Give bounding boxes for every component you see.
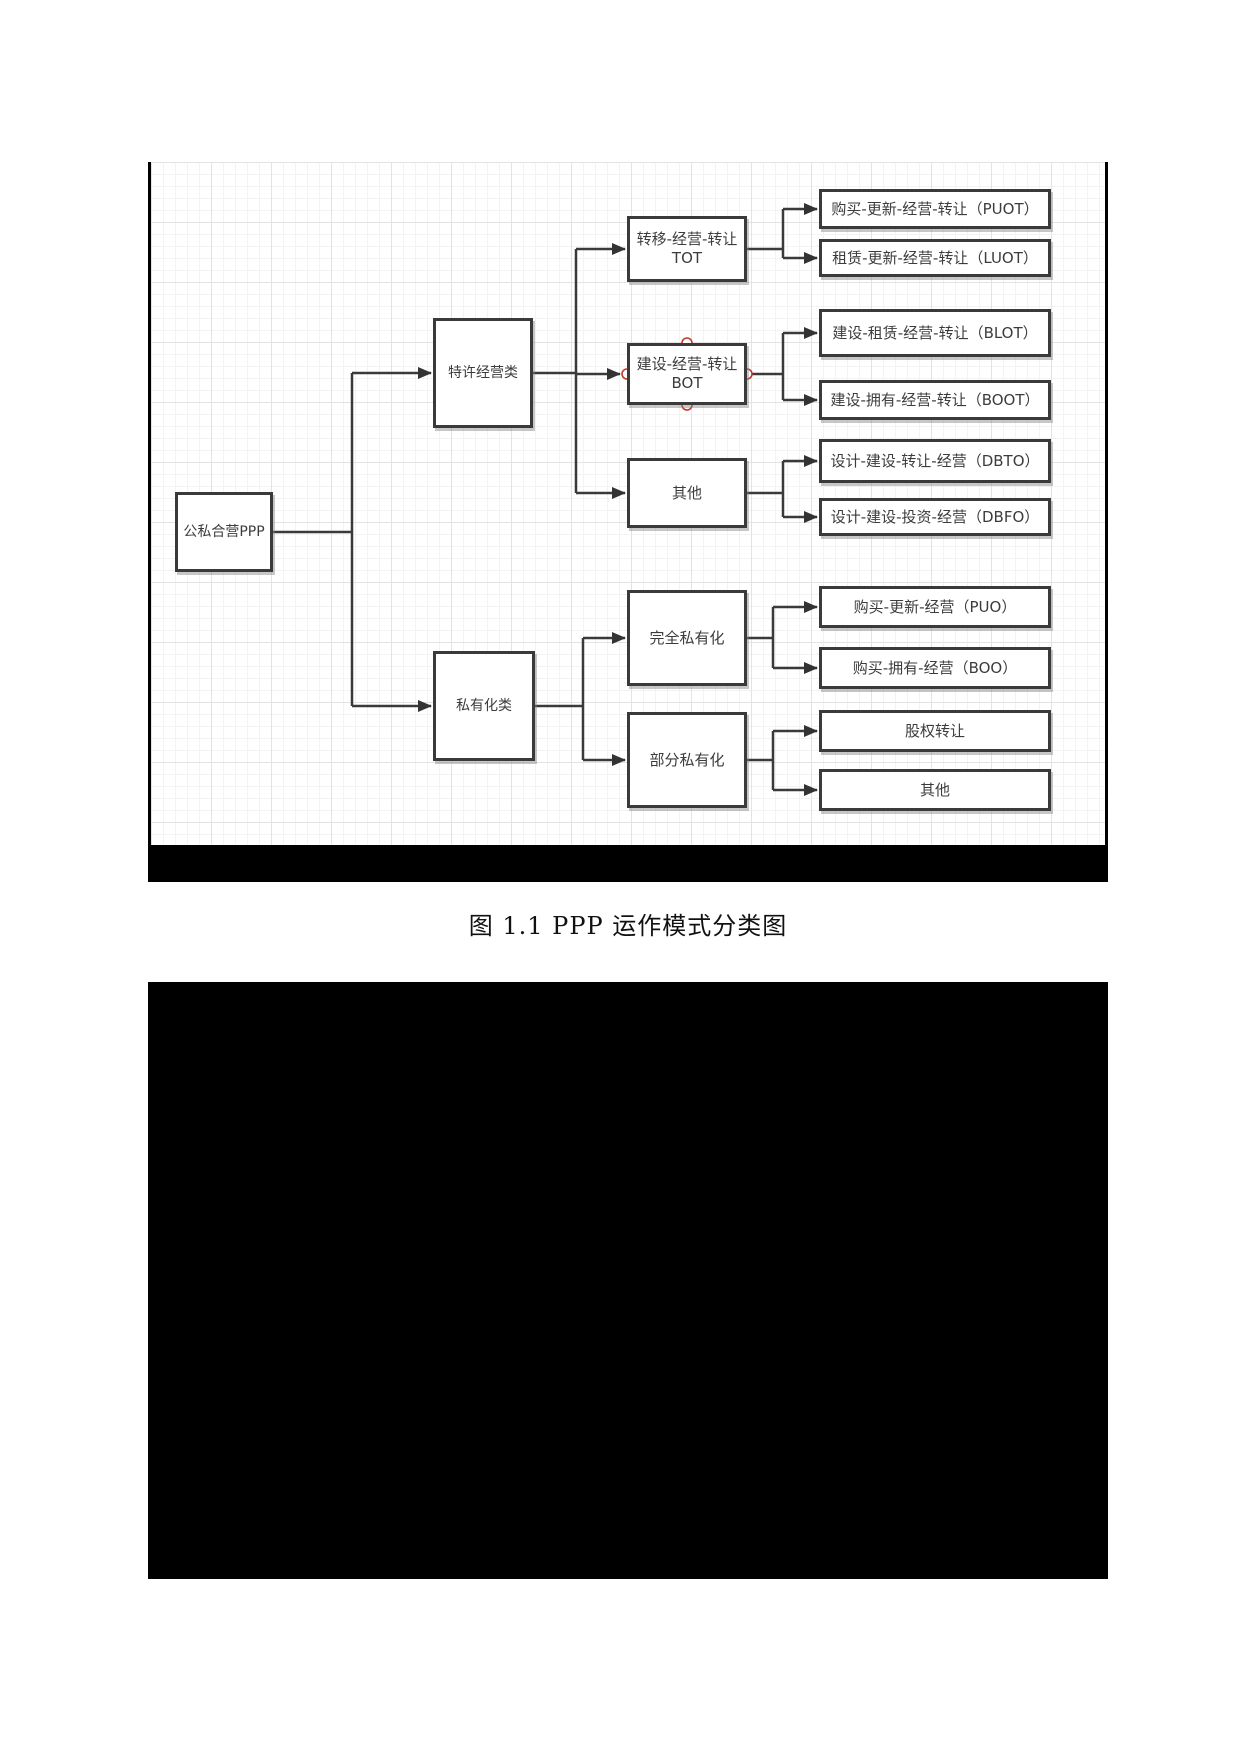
node-label: 设计-建设-投资-经营（DBFO） <box>830 507 1040 526</box>
node-label: 公私合营PPP <box>183 523 265 540</box>
redacted-content-block <box>148 982 1108 1579</box>
node-label-line2: BOT <box>671 374 703 392</box>
node-label: 建设-拥有-经营-转让（BOOT） <box>830 390 1040 409</box>
node-puo: 购买-更新-经营（PUO） <box>819 586 1051 628</box>
node-full-privatization: 完全私有化 <box>627 590 747 686</box>
node-boo: 购买-拥有-经营（BOO） <box>819 647 1051 689</box>
node-label: 购买-更新-经营-转让（PUOT） <box>831 199 1039 218</box>
node-label: 完全私有化 <box>649 628 725 647</box>
node-label: 私有化类 <box>456 697 512 714</box>
node-dbto: 设计-建设-转让-经营（DBTO） <box>819 439 1051 483</box>
node-label-line1: 转移-经营-转让 <box>636 230 738 248</box>
node-tot: 转移-经营-转让 TOT <box>627 216 747 282</box>
connector-lines <box>273 203 818 796</box>
node-puot: 购买-更新-经营-转让（PUOT） <box>819 189 1051 229</box>
figure-bottom-bar <box>148 845 1108 882</box>
node-label: 部分私有化 <box>649 750 725 769</box>
node-boot: 建设-拥有-经营-转让（BOOT） <box>819 380 1051 420</box>
node-label: 建设-租赁-经营-转让（BLOT） <box>832 323 1038 342</box>
node-other-franchise: 其他 <box>627 458 747 528</box>
node-dbfo: 设计-建设-投资-经营（DBFO） <box>819 498 1051 536</box>
flowchart-figure: 公私合营PPP 特许经营类 私有化类 转移-经营-转让 TOT 建设-经营-转让… <box>148 162 1108 882</box>
node-label: 设计-建设-转让-经营（DBTO） <box>830 451 1040 470</box>
node-label: 租赁-更新-经营-转让（LUOT） <box>832 248 1038 267</box>
node-label: 特许经营类 <box>448 364 518 381</box>
node-equity-transfer: 股权转让 <box>819 710 1051 752</box>
node-label: 其他 <box>919 780 950 799</box>
node-luot: 租赁-更新-经营-转让（LUOT） <box>819 239 1051 277</box>
node-ppp-root: 公私合营PPP <box>175 492 273 572</box>
node-bot: 建设-经营-转让 BOT <box>627 343 747 405</box>
figure-caption: 图 1.1 PPP 运作模式分类图 <box>468 912 788 940</box>
node-label-line1: 建设-经营-转让 <box>636 355 738 373</box>
diagram-canvas: 公私合营PPP 特许经营类 私有化类 转移-经营-转让 TOT 建设-经营-转让… <box>148 162 1108 845</box>
node-label: 购买-拥有-经营（BOO） <box>852 658 1018 677</box>
node-label: 购买-更新-经营（PUO） <box>853 597 1017 616</box>
node-franchise: 特许经营类 <box>433 318 533 428</box>
node-label-line2: TOT <box>671 249 703 267</box>
node-other-privatization: 其他 <box>819 769 1051 811</box>
node-privatization: 私有化类 <box>433 651 535 761</box>
node-label: 其他 <box>671 483 702 502</box>
node-blot: 建设-租赁-经营-转让（BLOT） <box>819 309 1051 357</box>
node-label: 股权转让 <box>904 721 965 740</box>
node-partial-privatization: 部分私有化 <box>627 712 747 808</box>
